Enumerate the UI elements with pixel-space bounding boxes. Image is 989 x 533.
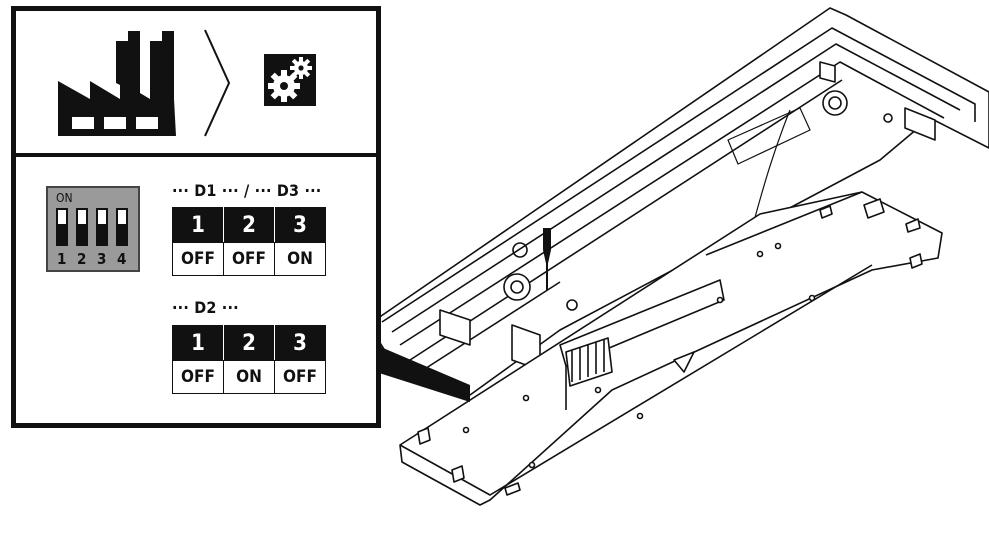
config-d2-table: 1 2 3 OFF ON OFF: [172, 325, 326, 394]
switch-number: 1: [172, 207, 224, 243]
dip-switch-position: 3: [97, 250, 107, 268]
inset-divider: [16, 153, 376, 157]
gears-icon: [264, 54, 316, 106]
dip-switch-lever: [116, 208, 128, 246]
dip-switch-lever: [76, 208, 88, 246]
dip-switch-icon: ON 1 2 3 4: [46, 186, 140, 272]
chevron-right-icon: [204, 29, 231, 137]
config-d2-heading: ··· D2 ···: [172, 298, 239, 317]
dip-switch-lever: [96, 208, 108, 246]
config-d1-d3-heading: ··· D1 ··· / ··· D3 ···: [172, 181, 322, 200]
dip-switch-position: 1: [57, 250, 67, 268]
switch-state: ON: [223, 360, 275, 394]
switch-state: ON: [274, 242, 326, 276]
terminal-block: [565, 337, 613, 387]
mount-point: [503, 273, 531, 301]
gear-tray: [399, 191, 943, 506]
switch-number: 3: [274, 207, 326, 243]
dip-switch-position: 2: [77, 250, 87, 268]
switch-number: 2: [223, 325, 275, 361]
factory-icon: [58, 31, 176, 136]
warning-triangle-icon: [673, 351, 695, 373]
switch-number: 2: [223, 207, 275, 243]
switch-number: 1: [172, 325, 224, 361]
callout-pointer: [376, 345, 470, 402]
switch-state: OFF: [172, 360, 224, 394]
screwdriver-icon: [543, 228, 551, 290]
settings-inset: ON 1 2 3 4 ··· D1 ··· / ··· D3 ··· 1 2 3…: [11, 6, 381, 428]
dip-switch-on-label: ON: [56, 191, 73, 205]
config-d1-d3-table: 1 2 3 OFF OFF ON: [172, 207, 326, 276]
switch-state: OFF: [223, 242, 275, 276]
switch-number: 3: [274, 325, 326, 361]
mount-point: [822, 90, 848, 116]
switch-state: OFF: [172, 242, 224, 276]
dip-switch-lever: [56, 208, 68, 246]
dip-switch-position: 4: [117, 250, 127, 268]
switch-state: OFF: [274, 360, 326, 394]
